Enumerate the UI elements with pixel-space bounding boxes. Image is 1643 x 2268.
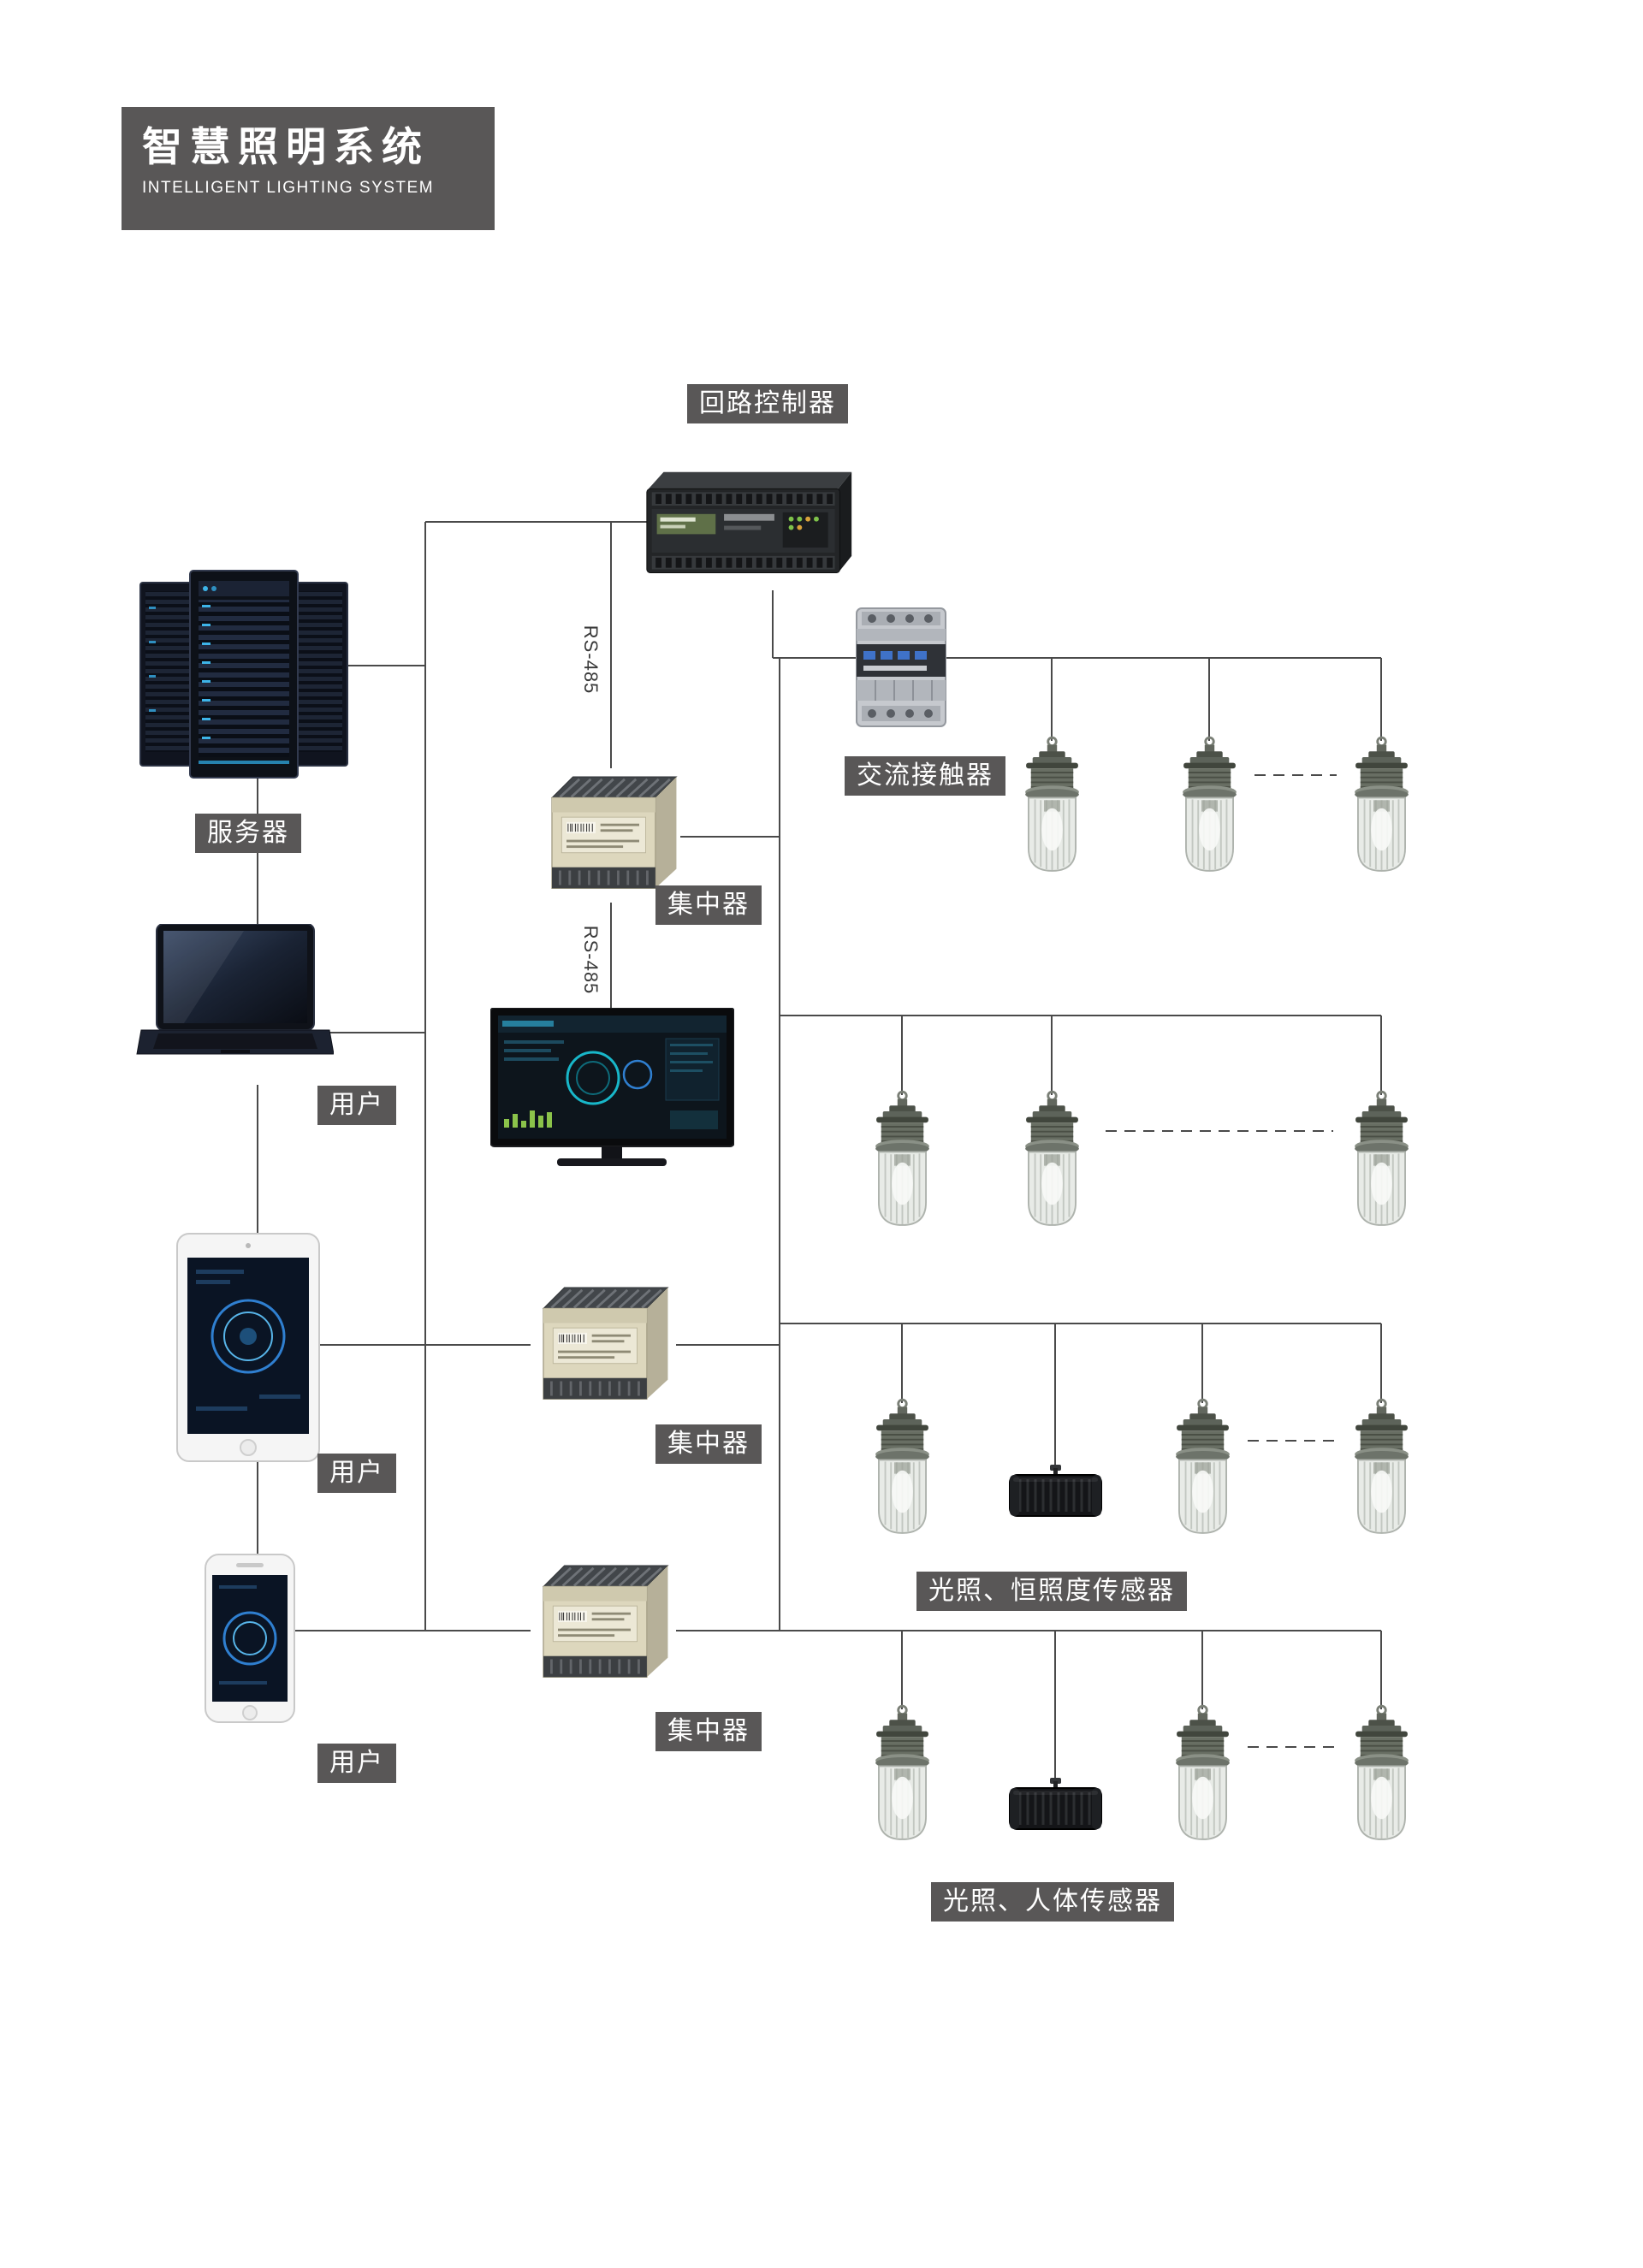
plc-controller-image (640, 462, 858, 595)
lamp-image (862, 1396, 943, 1554)
lamp-image (1162, 1396, 1243, 1554)
label-user-2: 用户 (317, 1454, 396, 1493)
label-server: 服务器 (195, 814, 301, 853)
label-user-3: 用户 (317, 1744, 396, 1783)
page-title: 智慧照明系统 (142, 124, 430, 169)
concentrator-3-image (529, 1550, 674, 1696)
page-subtitle: INTELLIGENT LIGHTING SYSTEM (142, 179, 435, 197)
sensor-module-image (1006, 1778, 1105, 1834)
smartphone-image (204, 1553, 296, 1724)
concentrator-2-image (529, 1272, 674, 1418)
rs485-label-top: RS-485 (580, 625, 602, 695)
lamp-image (1011, 734, 1093, 892)
label-ac-contactor: 交流接触器 (845, 756, 1005, 796)
contactor-image (841, 603, 961, 731)
lamp-image (1162, 1702, 1243, 1861)
label-concentrator-2: 集中器 (655, 1424, 762, 1464)
server-rack-image (137, 569, 351, 779)
label-concentrator-3: 集中器 (655, 1712, 762, 1751)
lamp-image (1341, 1702, 1422, 1861)
label-loop-controller: 回路控制器 (687, 384, 848, 423)
title-block: 智慧照明系统 INTELLIGENT LIGHTING SYSTEM (122, 107, 495, 230)
lamp-image (1341, 734, 1422, 892)
laptop-image (133, 924, 334, 1087)
rs485-label-bottom: RS-485 (580, 925, 602, 995)
label-light-constant-sensor: 光照、恒照度传感器 (916, 1572, 1187, 1611)
dashboard-monitor-image (490, 1008, 734, 1175)
label-light-body-sensor: 光照、人体传感器 (931, 1882, 1174, 1922)
label-concentrator-1: 集中器 (655, 885, 762, 925)
lamp-image (862, 1088, 943, 1247)
tablet-image (175, 1232, 321, 1463)
lamp-image (862, 1702, 943, 1861)
lamp-image (1011, 1088, 1093, 1247)
lamp-image (1169, 734, 1250, 892)
lamp-image (1341, 1088, 1422, 1247)
lamp-image (1341, 1396, 1422, 1554)
sensor-module-image (1006, 1465, 1105, 1521)
label-user-1: 用户 (317, 1086, 396, 1125)
